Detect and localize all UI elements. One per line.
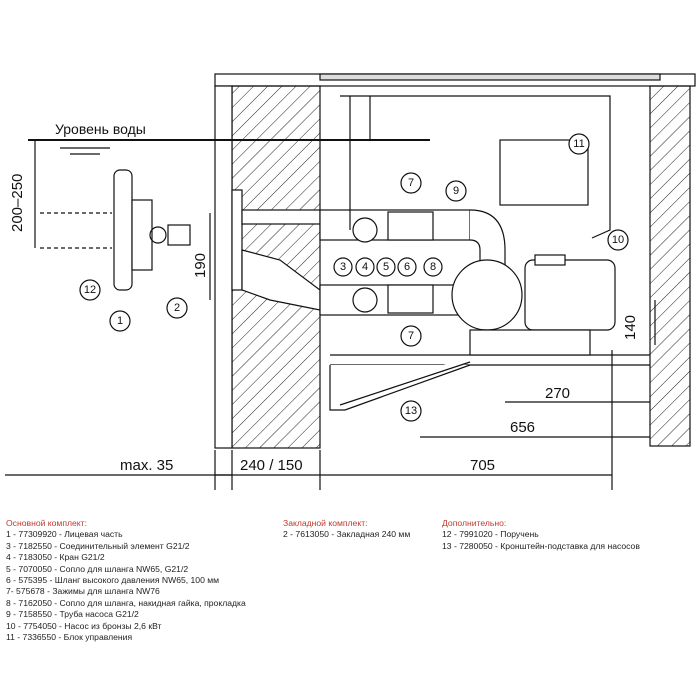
dim-200-250: 200–250: [9, 174, 26, 232]
legend-embedded-title: Закладной комплект:: [283, 518, 368, 528]
legend-item: 11 - 7336550 - Блок управления: [6, 632, 133, 643]
installation-diagram: Уровень воды 200–250 190 140 270 656 max…: [5, 73, 696, 490]
dim-140: 140: [622, 315, 639, 340]
legend-item: 6 - 575395 - Шланг высокого давления NW6…: [6, 575, 220, 586]
legend-main: Основной комплект: 1 - 77309920 - Лицева…: [6, 518, 246, 643]
callout-11: 11: [573, 138, 584, 150]
callout-8: 8: [430, 261, 436, 273]
legend-item: 12 - 7991020 - Поручень: [442, 529, 539, 540]
callout-9: 9: [453, 185, 459, 197]
pump-motor: [524, 259, 616, 331]
callout-3: 3: [340, 261, 346, 273]
pump-housing: [451, 259, 523, 331]
callout-4: 4: [362, 261, 368, 273]
legend-item: 1 - 77309920 - Лицевая часть: [6, 529, 123, 540]
legend-main-title: Основной комплект:: [6, 518, 87, 528]
right-wall: [649, 85, 691, 447]
dim-max35: max. 35: [120, 457, 173, 474]
callout-1: 1: [117, 315, 123, 327]
legend-item: 4 - 7183050 - Кран G21/2: [6, 552, 105, 563]
legend-item: 13 - 7280050 - Кронштейн-подставка для н…: [442, 540, 640, 551]
legend-item: 3 - 7182550 - Соединительный элемент G21…: [6, 540, 190, 551]
callout-7-bottom: 7: [408, 330, 414, 342]
legend-optional: Дополнительно: 12 - 7991020 - Поручень 1…: [442, 518, 640, 552]
dim-656: 656: [510, 419, 535, 436]
legend-item: 5 - 7070050 - Сопло для шланга NW65, G21…: [6, 563, 189, 574]
water-level-label: Уровень воды: [55, 121, 146, 137]
callout-13: 13: [405, 405, 417, 417]
callout-12: 12: [84, 284, 96, 296]
legend-item: 9 - 7158550 - Труба насоса G21/2: [6, 609, 139, 620]
dim-240-150: 240 / 150: [240, 457, 303, 474]
callout-6: 6: [404, 261, 410, 273]
legend-item: 10 - 7754050 - Насос из бронзы 2,6 кВт: [6, 620, 162, 631]
legend-optional-title: Дополнительно:: [442, 518, 507, 528]
legend-item: 2 - 7613050 - Закладная 240 мм: [283, 529, 411, 540]
dim-190: 190: [192, 253, 209, 278]
dim-705: 705: [470, 457, 495, 474]
legend-embedded: Закладной комплект: 2 - 7613050 - Заклад…: [283, 518, 410, 541]
legend-item: 7- 575678 - Зажимы для шланга NW76: [6, 586, 160, 597]
callout-10: 10: [612, 234, 624, 246]
dim-270: 270: [545, 385, 570, 402]
callout-5: 5: [383, 261, 389, 273]
face-part: [113, 169, 133, 291]
legend-item: 8 - 7162050 - Сопло для шланга, накидная…: [6, 597, 246, 608]
callout-2: 2: [174, 302, 180, 314]
callout-7-top: 7: [408, 177, 414, 189]
